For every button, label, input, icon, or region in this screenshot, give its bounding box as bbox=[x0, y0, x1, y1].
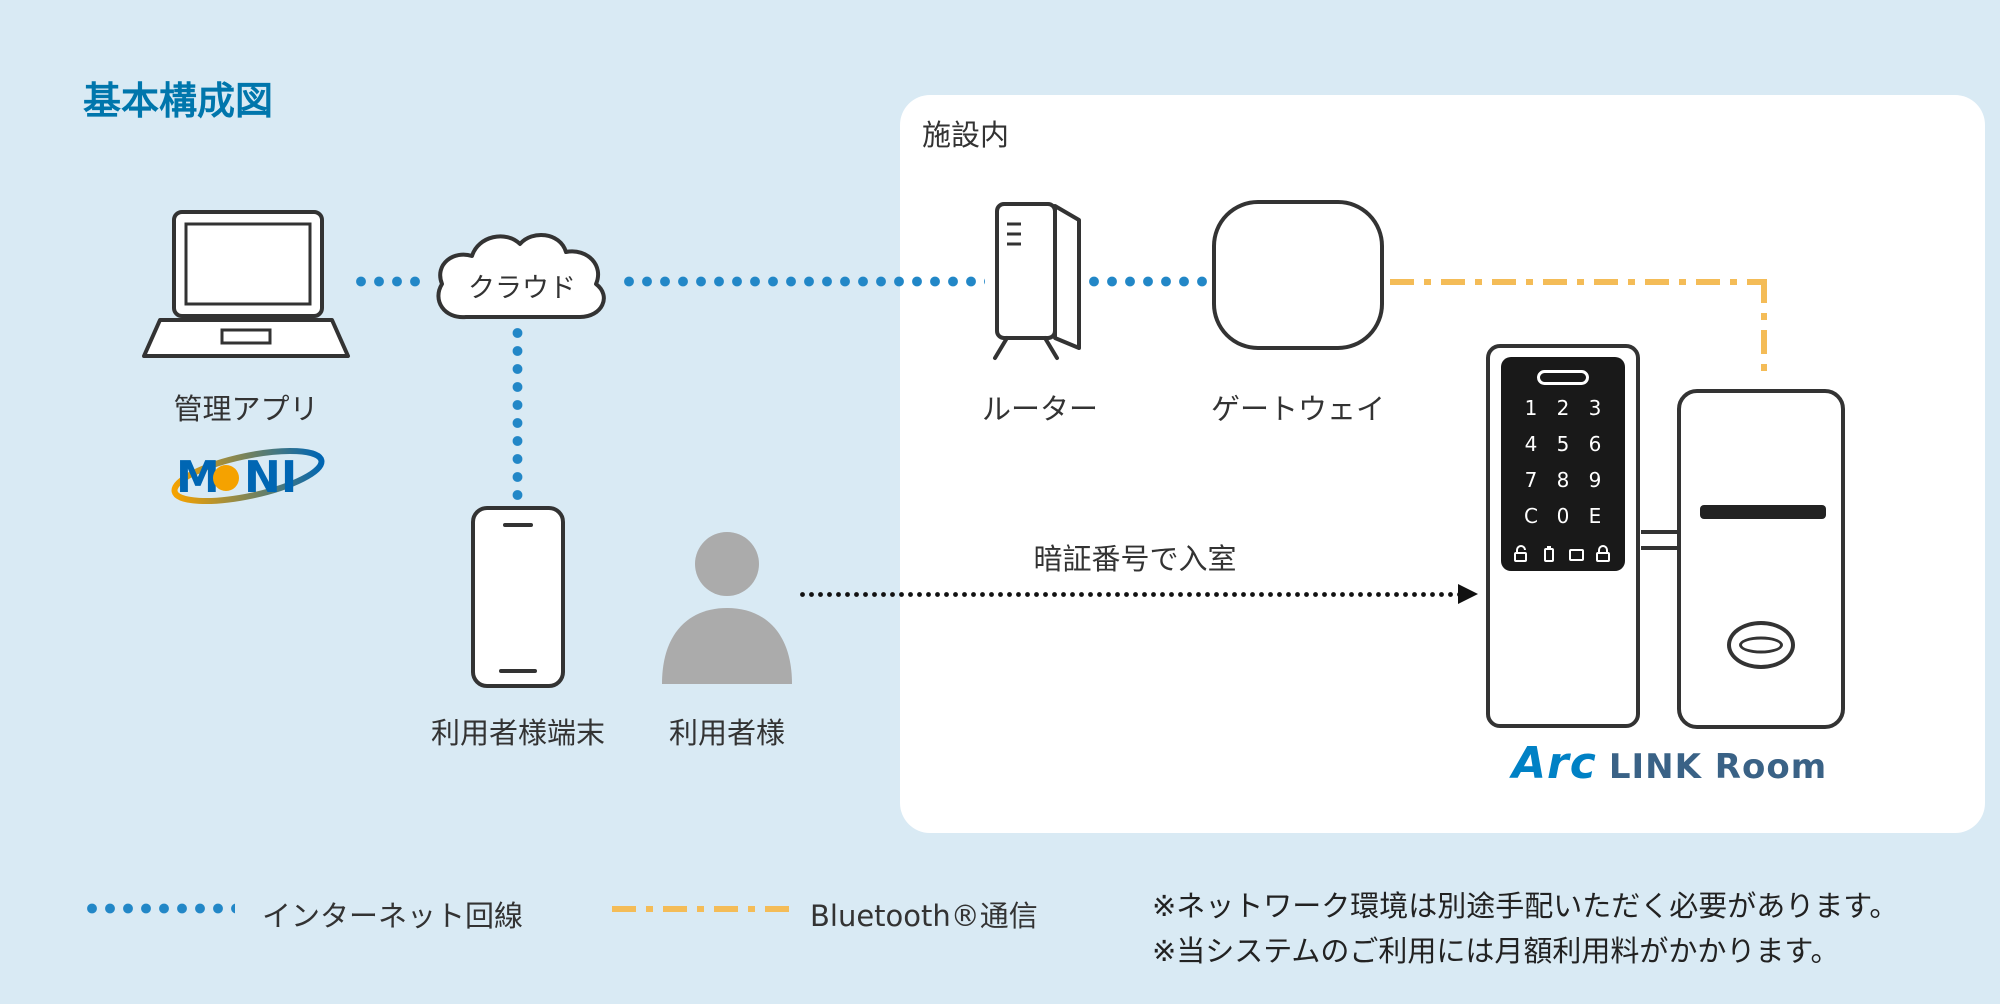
legend-internet-label: インターネット回線 bbox=[262, 899, 524, 933]
pin-entry-label: 暗証番号で入室 bbox=[1033, 542, 1237, 576]
lock-bolt-slot bbox=[1700, 505, 1826, 519]
gateway-icon bbox=[1212, 200, 1384, 350]
lock-spindle-top bbox=[1641, 530, 1677, 534]
keypad-key: 1 bbox=[1524, 396, 1538, 420]
cloud-label: クラウド bbox=[468, 273, 576, 304]
internet-line-cloud-router bbox=[620, 276, 985, 287]
internet-line-laptop-cloud bbox=[352, 276, 424, 287]
door-lock-unit bbox=[1677, 389, 1845, 729]
footnote-line: ※当システムのご利用には月額利用料がかかります。 bbox=[1152, 933, 1840, 968]
keypad-key: 8 bbox=[1556, 468, 1570, 492]
moni-logo: M NI bbox=[171, 447, 325, 505]
keypad-key: E bbox=[1588, 504, 1602, 528]
facility-label: 施設内 bbox=[922, 118, 1010, 152]
router-icon bbox=[993, 202, 1081, 360]
arc-brand-text: Arc bbox=[1512, 738, 1597, 789]
laptop-icon bbox=[142, 210, 350, 358]
unlock-icon bbox=[1516, 545, 1526, 553]
keypad-grid: 1 2 3 4 5 6 7 8 9 C 0 E bbox=[1501, 390, 1625, 534]
user-label: 利用者様 bbox=[668, 716, 786, 750]
legend-internet-line-swatch bbox=[83, 903, 235, 914]
lock-icon bbox=[1596, 552, 1610, 562]
thumbturn-icon bbox=[1727, 621, 1795, 669]
keypad-status-icons bbox=[1501, 545, 1625, 563]
card-icon bbox=[1569, 549, 1584, 561]
internet-line-cloud-phone bbox=[512, 324, 523, 502]
lock-spindle-bottom bbox=[1641, 546, 1677, 550]
keypad-key: 4 bbox=[1524, 432, 1538, 456]
arclink-logo: Arc LINK Room bbox=[1512, 738, 1827, 789]
keypad-lock-unit: 1 2 3 4 5 6 7 8 9 C 0 E bbox=[1486, 344, 1640, 728]
footnotes: ※ネットワーク環境は別途手配いただく必要があります。 ※当システムのご利用には月… bbox=[1152, 884, 1898, 974]
keypad-key: 2 bbox=[1556, 396, 1570, 420]
keypad-key: 6 bbox=[1588, 432, 1602, 456]
keypad-key: 5 bbox=[1556, 432, 1570, 456]
smartphone-icon bbox=[471, 506, 565, 688]
diagram-title: 基本構成図 bbox=[83, 79, 274, 123]
thumbturn-lever bbox=[1739, 636, 1783, 654]
keypad-key: 7 bbox=[1524, 468, 1538, 492]
footnote-line: ※ネットワーク環境は別途手配いただく必要があります。 bbox=[1152, 889, 1899, 923]
moni-o-disc bbox=[213, 465, 239, 491]
linkroom-product-text: LINK Room bbox=[1608, 747, 1828, 787]
keypad-panel: 1 2 3 4 5 6 7 8 9 C 0 E bbox=[1501, 357, 1625, 571]
legend-bluetooth-line-swatch bbox=[612, 906, 790, 912]
keypad-key: C bbox=[1524, 504, 1538, 528]
legend-bluetooth-label: Bluetooth®通信 bbox=[810, 899, 1038, 933]
arrowhead-icon bbox=[1458, 584, 1478, 604]
moni-swoosh bbox=[171, 447, 325, 505]
unlock-icon bbox=[1514, 552, 1527, 562]
pin-entry-arrow-line bbox=[798, 592, 1458, 597]
moni-text-ni: NI bbox=[244, 452, 297, 503]
phone-speaker bbox=[503, 523, 533, 527]
laptop-label: 管理アプリ bbox=[173, 392, 319, 426]
internet-line-router-gateway bbox=[1085, 276, 1210, 287]
phone-label: 利用者様端末 bbox=[430, 716, 606, 750]
cloud-icon: クラウド bbox=[436, 232, 606, 320]
phone-home-bar bbox=[499, 669, 537, 673]
router-label: ルーター bbox=[981, 392, 1099, 426]
keypad-reader-slot bbox=[1537, 370, 1589, 385]
bluetooth-line-horizontal bbox=[1390, 279, 1767, 285]
keypad-key: 3 bbox=[1588, 396, 1602, 420]
keypad-key: 9 bbox=[1588, 468, 1602, 492]
person-icon bbox=[662, 532, 792, 684]
gateway-label: ゲートウェイ bbox=[1210, 392, 1386, 426]
keypad-key: 0 bbox=[1556, 504, 1570, 528]
bluetooth-line-vertical bbox=[1761, 279, 1767, 381]
battery-icon bbox=[1544, 548, 1554, 562]
moni-text-m: M bbox=[176, 452, 220, 503]
lock-icon bbox=[1598, 545, 1608, 553]
